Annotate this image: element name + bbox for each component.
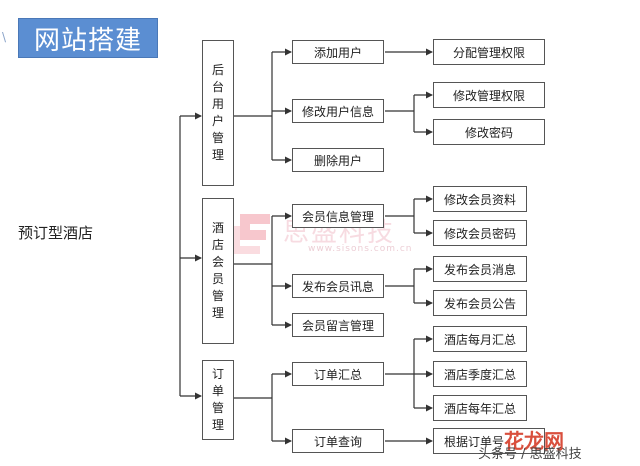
module-char: 理 — [211, 148, 224, 162]
leaf-assign-admin-rights: 分配管理权限 — [433, 39, 545, 65]
module-char: 用 — [211, 97, 224, 111]
function-add-user: 添加用户 — [292, 40, 384, 64]
module-char: 订 — [211, 367, 224, 381]
module-char: 台 — [211, 80, 224, 94]
module-hotel-member-mgmt: 酒 店 会 员 管 理 — [202, 198, 234, 344]
corner-mark: \ — [2, 30, 7, 44]
function-member-info-mgmt: 会员信息管理 — [292, 204, 384, 228]
watermark-url: www.sisons.com.cn — [308, 244, 413, 254]
module-char: 管 — [211, 401, 224, 415]
module-order-mgmt: 订 单 管 理 — [202, 360, 234, 440]
module-char: 后 — [211, 63, 224, 77]
leaf-publish-member-notice: 发布会员公告 — [433, 290, 527, 316]
module-char: 户 — [211, 114, 224, 128]
page-title: 网站搭建 — [33, 25, 142, 56]
sisheng-logo-icon — [230, 214, 270, 254]
module-char: 单 — [211, 384, 224, 398]
function-member-message-mgmt: 会员留言管理 — [292, 313, 384, 337]
function-delete-user: 删除用户 — [292, 148, 384, 172]
function-publish-member-news: 发布会员讯息 — [292, 274, 384, 298]
module-char: 理 — [211, 306, 224, 320]
leaf-query-by-order-number: 根据订单号 — [433, 428, 545, 454]
leaf-edit-member-password: 修改会员密码 — [433, 220, 527, 246]
module-char: 酒 — [211, 221, 224, 235]
leaf-quarterly-summary: 酒店季度汇总 — [433, 361, 527, 387]
leaf-change-password: 修改密码 — [433, 119, 545, 145]
module-char: 会 — [211, 255, 224, 269]
function-edit-user-info: 修改用户信息 — [292, 99, 384, 123]
module-backend-user-mgmt: 后 台 用 户 管 理 — [202, 40, 234, 186]
module-char: 管 — [211, 131, 224, 145]
leaf-edit-member-profile: 修改会员资料 — [433, 186, 527, 212]
signature-subtext: 头条号 / 思盛科技 — [478, 447, 582, 462]
signature-watermark: 花龙网 — [504, 429, 564, 453]
function-order-query: 订单查询 — [292, 429, 384, 453]
leaf-publish-member-message: 发布会员消息 — [433, 256, 527, 282]
leaf-edit-admin-rights: 修改管理权限 — [433, 82, 545, 108]
title-banner: 网站搭建 — [18, 18, 158, 58]
module-char: 管 — [211, 289, 224, 303]
leaf-monthly-summary: 酒店每月汇总 — [433, 326, 527, 352]
function-order-summary: 订单汇总 — [292, 362, 384, 386]
module-char: 店 — [211, 238, 224, 252]
module-char: 理 — [211, 418, 224, 432]
module-char: 员 — [211, 272, 224, 286]
leaf-yearly-summary: 酒店每年汇总 — [433, 395, 527, 421]
root-node: 预订型酒店 — [18, 224, 94, 242]
